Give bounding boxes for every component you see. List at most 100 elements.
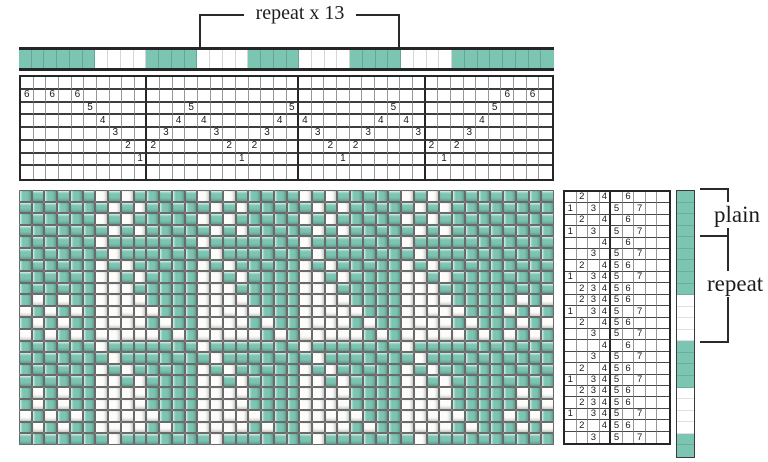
drawdown-weft-cell — [388, 213, 402, 225]
drawdown-weft-cell — [388, 236, 402, 248]
treadling-cell: 3 — [588, 226, 600, 238]
drawdown-warp-cell — [388, 375, 402, 388]
threading-cell — [185, 153, 198, 167]
drawdown-warp-cell — [515, 375, 529, 388]
drawdown-warp-cell — [299, 294, 312, 306]
threading-cell — [248, 89, 262, 103]
threading-cell — [147, 77, 161, 90]
threading-cell — [324, 77, 338, 90]
threading-cell — [109, 115, 123, 128]
threading-cell — [122, 77, 135, 90]
drawdown-weft-cell — [235, 398, 249, 411]
drawdown-weft-cell — [324, 271, 338, 283]
threading-cell — [476, 140, 489, 154]
weft-color-cell — [677, 376, 694, 388]
drawdown-warp-cell — [273, 236, 287, 248]
drawdown-weft-cell — [375, 201, 389, 214]
treadling-cell: 6 — [622, 237, 635, 250]
drawdown-weft-cell — [159, 363, 172, 376]
threading-cell — [400, 77, 413, 90]
drawdown-warp-cell — [57, 352, 70, 364]
drawdown-warp-cell — [350, 213, 363, 225]
threading-cell — [21, 102, 34, 116]
warp-color-cell — [69, 50, 83, 68]
drawdown-warp-cell — [426, 398, 440, 411]
warp-color-cell — [286, 50, 300, 68]
drawdown-weft-cell — [197, 201, 211, 214]
drawdown-weft-cell — [439, 340, 453, 353]
drawdown-warp-cell — [464, 410, 478, 422]
drawdown-warp-cell — [490, 410, 504, 422]
drawdown-weft-cell — [452, 433, 465, 445]
threading-cell — [286, 140, 300, 154]
drawdown-warp-cell — [261, 282, 274, 295]
drawdown-weft-cell — [69, 329, 83, 341]
drawdown-warp-cell — [490, 387, 504, 399]
drawdown-weft-cell — [57, 398, 70, 411]
drawdown-warp-cell — [299, 317, 312, 330]
drawdown-warp-cell — [171, 375, 185, 388]
drawdown-warp-cell — [69, 294, 83, 306]
threading-cell — [349, 102, 363, 116]
drawdown-warp-cell — [477, 340, 491, 353]
drawdown-warp-cell — [452, 363, 465, 376]
drawdown-weft-cell — [490, 213, 504, 225]
drawdown-weft-cell — [426, 236, 440, 248]
drawdown-weft-cell — [388, 340, 402, 353]
drawdown-weft-cell — [248, 433, 262, 445]
treadling-cell — [576, 271, 589, 284]
drawdown-weft-cell — [439, 352, 453, 364]
drawdown-warp-cell — [197, 410, 211, 422]
drawdown-warp-cell — [159, 433, 172, 445]
drawdown-warp-cell — [19, 317, 32, 330]
drawdown-warp-cell — [261, 387, 274, 399]
treadling-cell — [565, 340, 577, 352]
drawdown-warp-cell — [503, 398, 516, 411]
treadling-cell: 6 — [622, 317, 635, 329]
threading-cell — [172, 89, 186, 103]
drawdown-weft-cell — [133, 190, 147, 202]
treadling-cell — [657, 432, 669, 443]
drawdown-warp-cell — [413, 305, 427, 318]
warp-color-cell — [324, 50, 338, 68]
drawdown-warp-cell — [337, 271, 351, 283]
treadling-cell — [588, 363, 600, 375]
drawdown-weft-cell — [464, 259, 478, 272]
threading-cell — [236, 166, 249, 179]
drawdown-warp-cell — [426, 363, 440, 376]
threading-cell — [109, 140, 123, 154]
drawdown-warp-cell — [261, 410, 274, 422]
drawdown-warp-cell — [477, 398, 491, 411]
treadling-cell — [599, 351, 612, 364]
drawdown-warp-cell — [184, 271, 198, 283]
threading-cell — [198, 166, 211, 179]
threading-cell — [46, 140, 59, 154]
threading-cell — [311, 153, 325, 167]
treadling-cell: 1 — [565, 203, 577, 215]
drawdown-weft-cell — [401, 352, 414, 364]
drawdown-weft-cell — [337, 247, 351, 260]
drawdown-weft-cell — [82, 340, 96, 353]
threading-cell: 3 — [362, 128, 375, 141]
drawdown-warp-cell — [222, 398, 236, 411]
drawdown-warp-cell — [184, 410, 198, 422]
drawdown-warp-cell — [439, 271, 453, 283]
drawdown-weft-cell — [235, 329, 249, 341]
drawdown-weft-cell — [44, 375, 58, 388]
drawdown-warp-cell — [477, 363, 491, 376]
treadling-cell — [657, 318, 669, 329]
drawdown-weft-cell — [108, 363, 121, 376]
drawdown-warp-cell — [515, 201, 529, 214]
threading-cell — [160, 89, 173, 103]
drawdown-warp-cell — [490, 433, 504, 445]
threading-cell — [388, 166, 401, 179]
drawdown-weft-cell — [184, 213, 198, 225]
treadling-cell — [565, 214, 577, 227]
threading-cell: 2 — [248, 140, 262, 154]
treadling-cell: 2 — [576, 260, 589, 272]
drawdown-weft-cell — [515, 213, 529, 225]
threading-cell — [387, 128, 401, 141]
drawdown-weft-cell — [452, 410, 465, 422]
drawdown-warp-cell — [350, 282, 363, 295]
drawdown-weft-cell — [19, 305, 32, 318]
